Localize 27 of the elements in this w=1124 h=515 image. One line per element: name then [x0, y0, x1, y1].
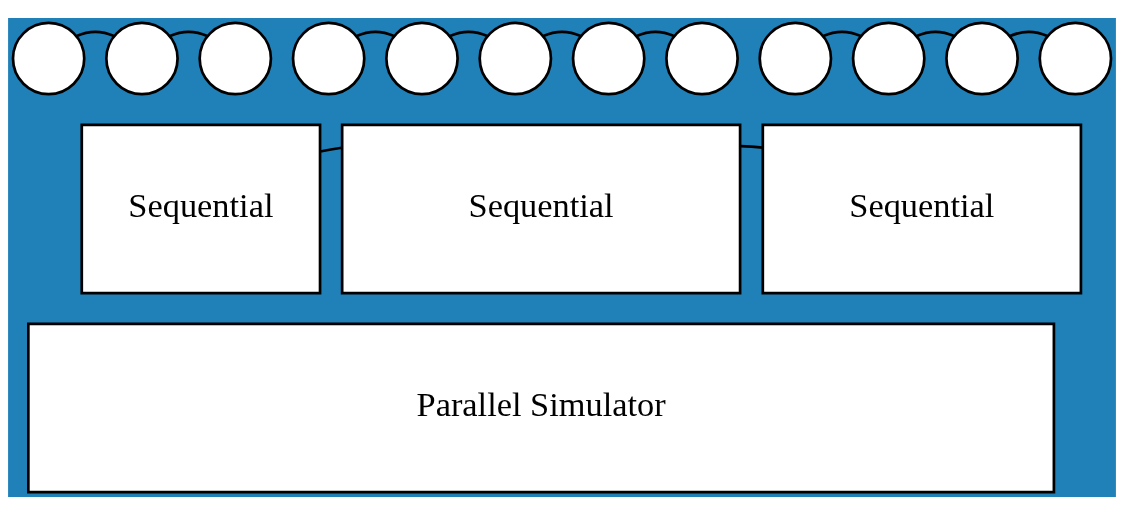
connector [356, 30, 395, 38]
connector [319, 146, 342, 153]
node-circle [105, 21, 179, 96]
connector [449, 30, 488, 38]
connector [542, 30, 582, 38]
connector [169, 30, 208, 38]
node-circle [1038, 21, 1113, 96]
connector [916, 30, 955, 38]
node-circle [385, 21, 459, 96]
node-circle [291, 21, 366, 96]
connector [636, 30, 675, 38]
node-box: Sequential [761, 123, 1083, 295]
node-circle [945, 21, 1019, 96]
node-circle [851, 21, 926, 96]
node-circle [571, 21, 646, 96]
connector [740, 144, 763, 149]
node-box: Sequential [340, 123, 742, 295]
connector [1009, 30, 1048, 38]
node-box: Parallel Simulator [27, 322, 1056, 494]
connector [76, 30, 115, 38]
node-circle [11, 21, 86, 96]
node-box: Sequential [80, 123, 322, 295]
node-circle [758, 21, 833, 96]
connector [822, 30, 862, 38]
node-circle [478, 21, 553, 96]
node-circle [198, 21, 273, 96]
node-circle [665, 21, 739, 96]
